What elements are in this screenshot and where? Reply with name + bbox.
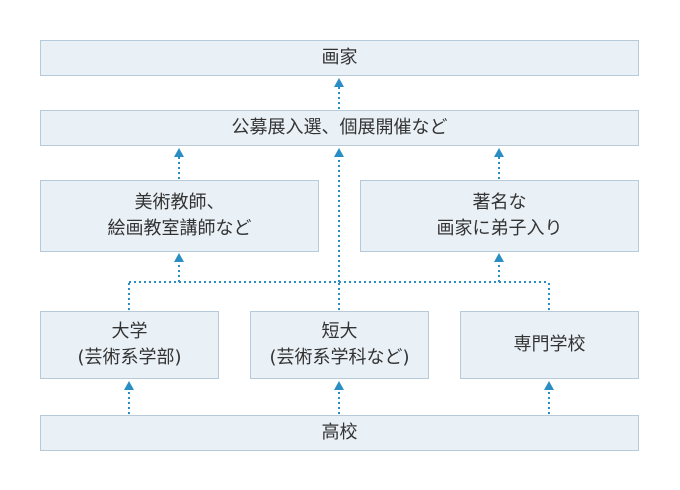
apprentice-label: 著名な 画家に弟子入り — [436, 192, 563, 239]
junior-college-node: 短大 (芸術系学科など) — [250, 311, 429, 379]
university-node: 大学 (芸術系学部) — [40, 311, 219, 379]
painter-node: 画家 — [40, 40, 639, 76]
arrowhead-apprentice — [494, 253, 504, 262]
arrowhead-university — [124, 381, 134, 390]
arrowhead-exhibition-center — [334, 148, 344, 157]
vocational-school-node: 専門学校 — [460, 311, 639, 379]
vocational-school-label: 専門学校 — [513, 334, 586, 355]
junior-college-label: 短大 (芸術系学科など) — [269, 321, 410, 368]
arrowhead-exhibition-left — [174, 148, 184, 157]
arrowhead-teacher — [174, 253, 184, 262]
arrowhead-exhibition-right — [494, 148, 504, 157]
apprentice-node: 著名な 画家に弟子入り — [360, 180, 639, 252]
exhibition-node: 公募展入選、個展開催など — [40, 110, 639, 146]
high-school-label: 高校 — [321, 422, 358, 443]
painter-label: 画家 — [321, 47, 358, 68]
arrowhead-vocational — [544, 381, 554, 390]
arrowhead-painter — [334, 78, 344, 87]
university-label: 大学 (芸術系学部) — [77, 321, 182, 368]
teacher-node: 美術教師、 絵画教室講師など — [40, 180, 319, 252]
arrowhead-junior-college — [334, 381, 344, 390]
teacher-label: 美術教師、 絵画教室講師など — [107, 192, 252, 239]
high-school-node: 高校 — [40, 415, 639, 451]
exhibition-label: 公募展入選、個展開催など — [231, 117, 448, 138]
